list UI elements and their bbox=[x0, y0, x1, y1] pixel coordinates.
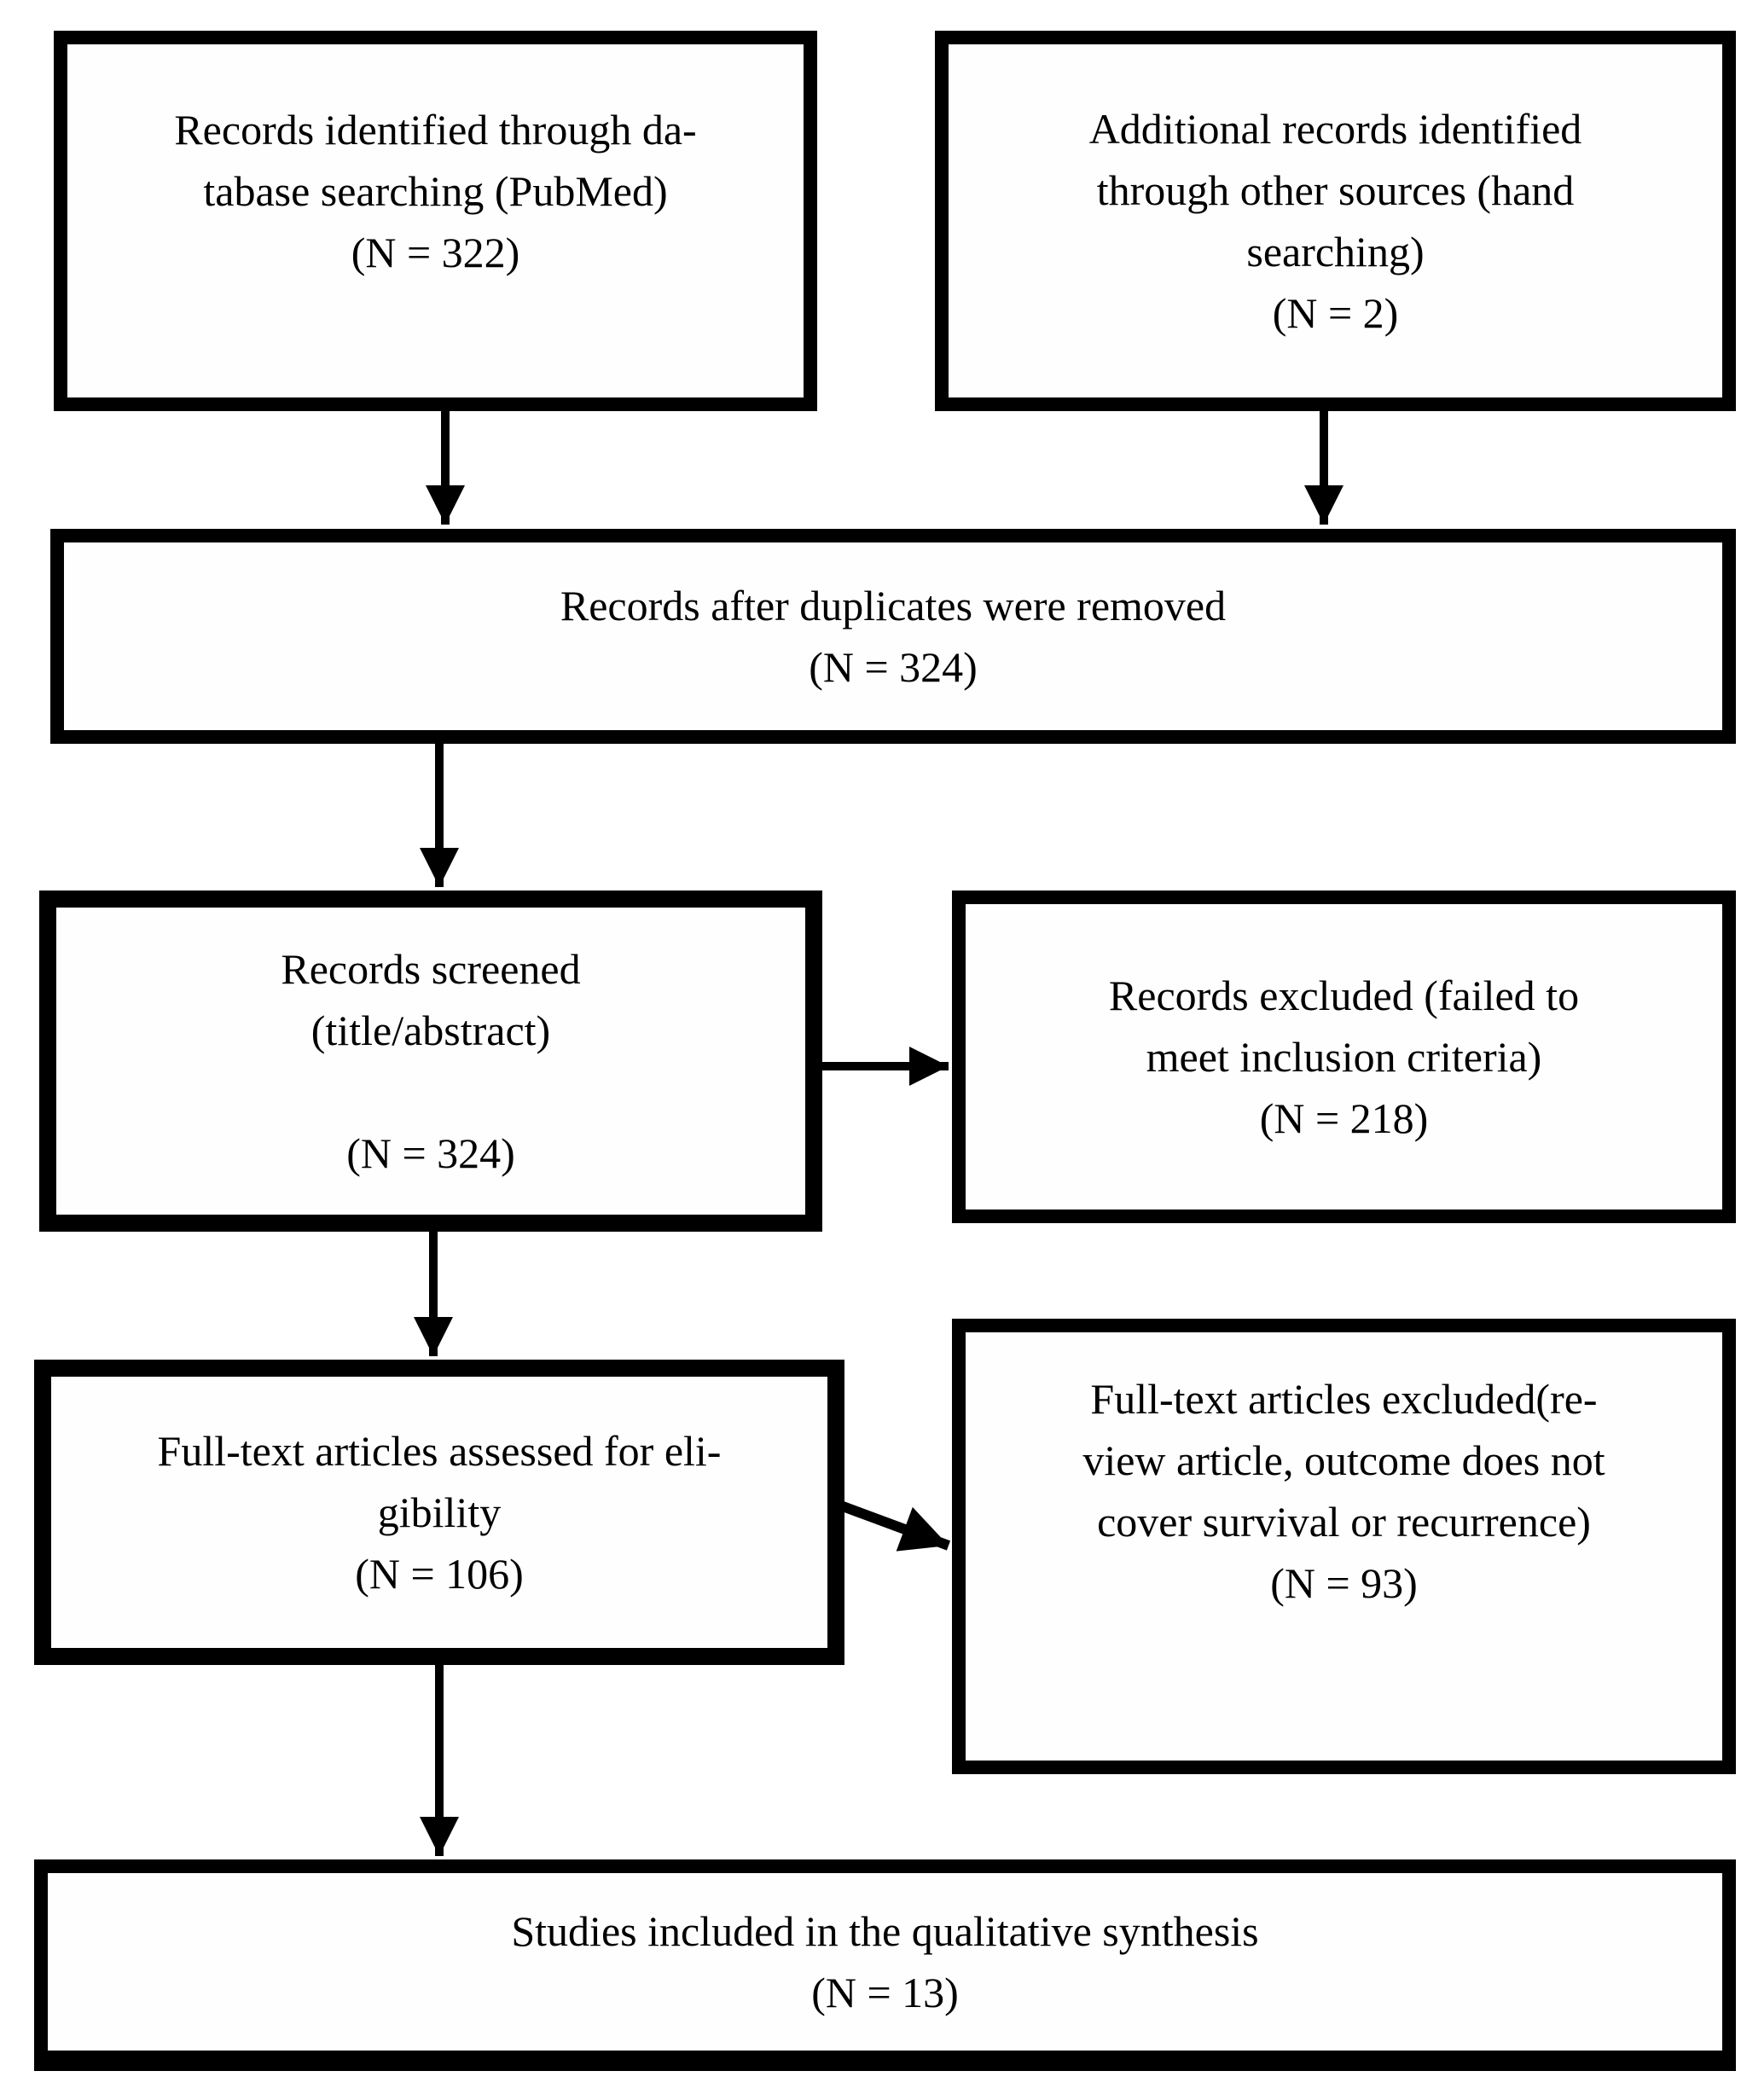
box-line: Full-text articles excluded(re- bbox=[1090, 1375, 1598, 1423]
box-studies-included: Studies included in the qualitative synt… bbox=[34, 1859, 1736, 2071]
box-line: Studies included in the qualitative synt… bbox=[511, 1907, 1259, 1955]
box-records-identified: Records identified through da- tabase se… bbox=[54, 31, 817, 411]
box-records-after-duplicates-removed: Records after duplicates were removed (N… bbox=[50, 529, 1736, 744]
box-count: (N = 324) bbox=[809, 643, 978, 691]
box-line: Records screened bbox=[281, 945, 581, 993]
box-line: gibility bbox=[377, 1488, 502, 1536]
box-line: Full-text articles assessed for eli- bbox=[157, 1427, 722, 1475]
box-line: Records identified through da- bbox=[174, 106, 697, 154]
box-count: (N = 324) bbox=[346, 1129, 515, 1177]
box-line: Additional records identified bbox=[1088, 105, 1582, 153]
box-count: (N = 218) bbox=[1259, 1094, 1429, 1142]
arrow-fulltext-to-ftexcluded bbox=[840, 1501, 951, 1552]
box-line: Records excluded (failed to bbox=[1108, 972, 1580, 1019]
box-fulltext-assessed: Full-text articles assessed for eli- gib… bbox=[34, 1360, 844, 1665]
box-count: (N = 2) bbox=[1272, 289, 1399, 337]
box-line: Records after duplicates were removed bbox=[560, 582, 1227, 629]
box-count: (N = 106) bbox=[355, 1550, 524, 1598]
box-fulltext-excluded: Full-text articles excluded(re- view art… bbox=[952, 1319, 1736, 1774]
box-line: view article, outcome does not bbox=[1082, 1436, 1605, 1484]
box-count: (N = 322) bbox=[351, 229, 520, 276]
box-additional-records: Additional records identified through ot… bbox=[935, 31, 1736, 411]
box-line: searching) bbox=[1246, 228, 1425, 276]
box-records-excluded: Records excluded (failed to meet inclusi… bbox=[952, 890, 1736, 1223]
box-line: cover survival or recurrence) bbox=[1097, 1498, 1591, 1546]
box-line: meet inclusion criteria) bbox=[1146, 1033, 1542, 1081]
box-count: (N = 93) bbox=[1270, 1559, 1418, 1607]
box-line: tabase searching (PubMed) bbox=[203, 167, 668, 215]
box-line: through other sources (hand bbox=[1096, 166, 1575, 214]
box-records-screened: Records screened (title/abstract) (N = 3… bbox=[39, 890, 822, 1232]
box-count: (N = 13) bbox=[811, 1969, 959, 2016]
box-line: (title/abstract) bbox=[310, 1006, 551, 1054]
